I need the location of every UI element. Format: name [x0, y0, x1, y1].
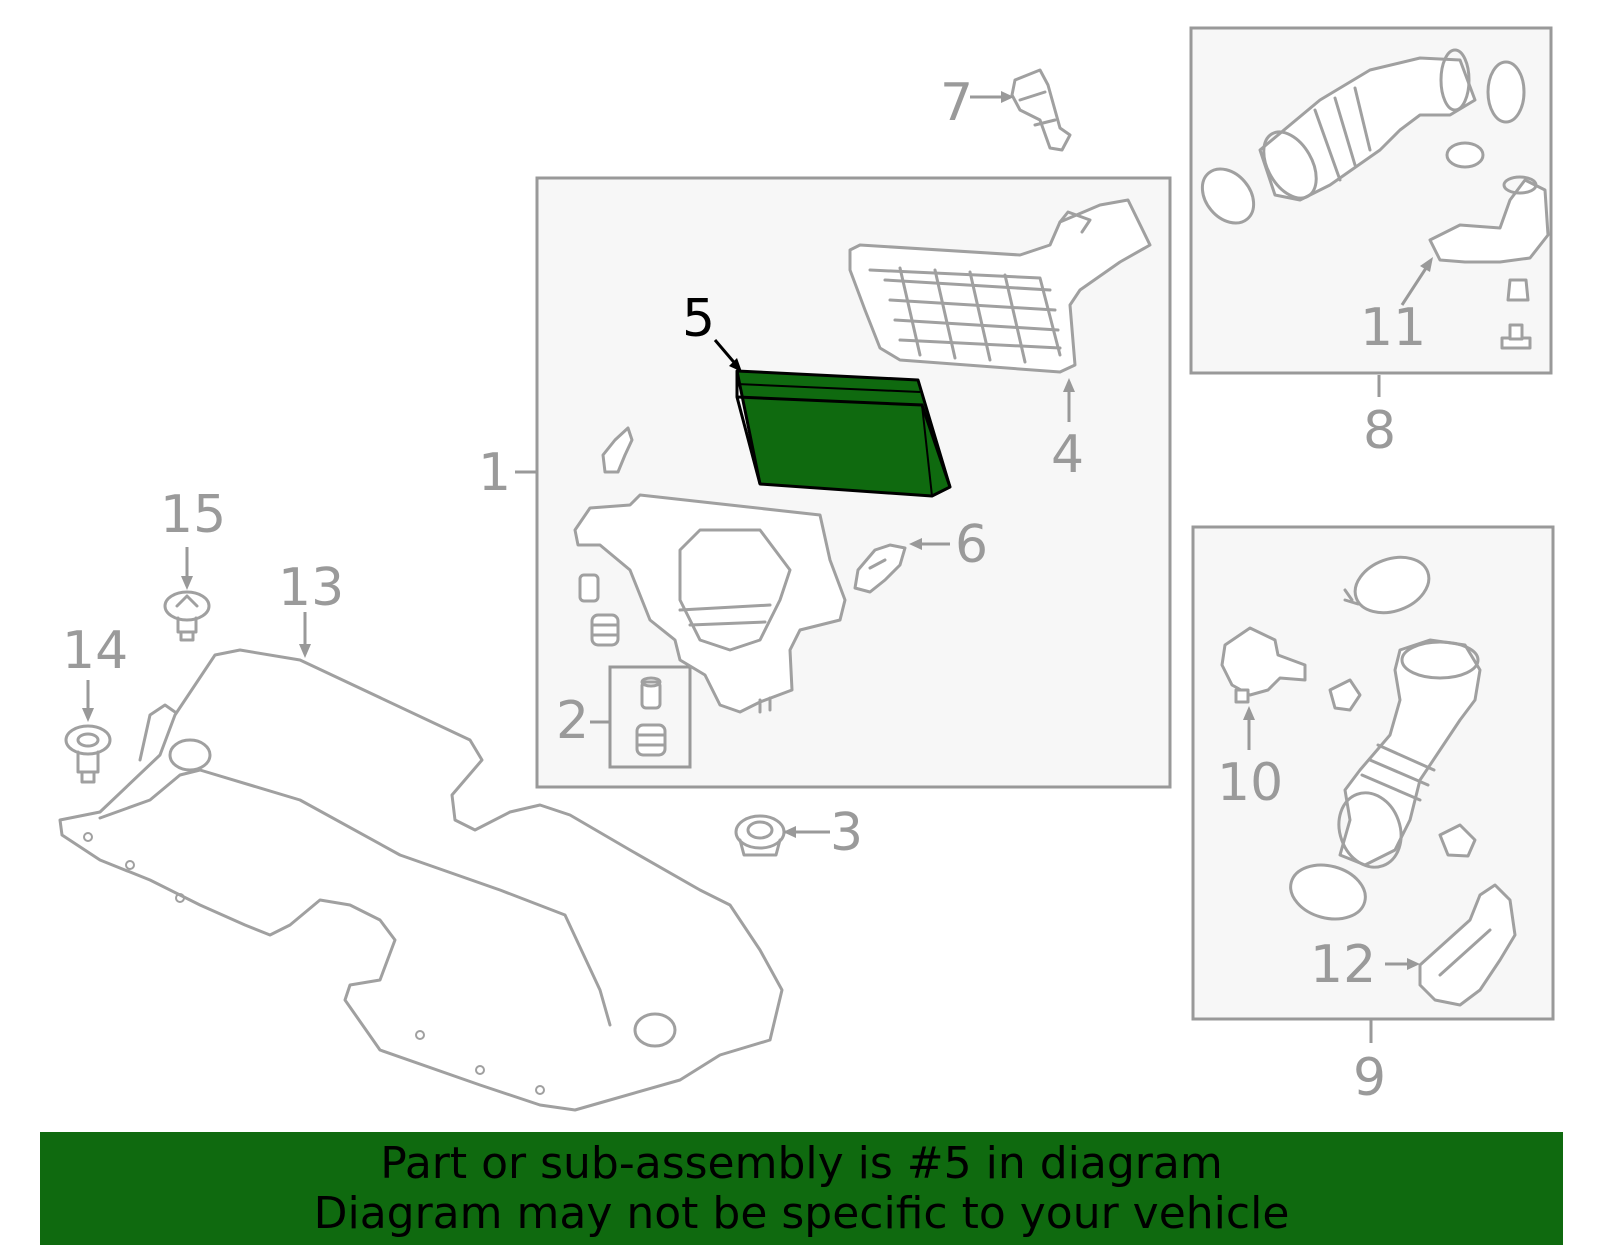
banner-line-disclaimer: Diagram may not be specific to your vehi… [313, 1187, 1290, 1239]
bracket-part-6[interactable] [853, 543, 907, 594]
callout-2: 2 [556, 691, 589, 751]
callout-12: 12 [1310, 935, 1376, 995]
callout-4: 4 [1051, 425, 1084, 485]
resonator-part-12[interactable] [1418, 883, 1517, 1007]
banner-line-part: Part or sub-assembly is #5 in diagram [380, 1137, 1223, 1189]
lower-housing[interactable] [573, 493, 847, 714]
callout-3: 3 [830, 803, 863, 863]
callout-13: 13 [278, 558, 344, 618]
callout-15: 15 [160, 485, 226, 545]
callout-9: 9 [1353, 1048, 1386, 1108]
grommet-set-loose[interactable] [578, 573, 620, 647]
upper-housing-part-4[interactable] [848, 198, 1152, 374]
callout-14: 14 [62, 621, 128, 681]
intake-hose-part-8[interactable] [1192, 48, 1526, 233]
undercover-part-13[interactable] [58, 648, 784, 1112]
callout-7: 7 [940, 73, 973, 133]
callout-11: 11 [1360, 298, 1426, 358]
callout-8: 8 [1363, 401, 1396, 461]
air-filter-part-5[interactable] [735, 369, 952, 498]
callout-6: 6 [955, 515, 988, 575]
clip-upper-left[interactable] [601, 426, 634, 474]
grommet-part-3[interactable] [734, 814, 786, 857]
info-banner: Part or sub-assembly is #5 in diagram Di… [40, 1132, 1563, 1245]
grommet-set-part-2[interactable] [635, 676, 667, 757]
clip-part-14[interactable] [64, 724, 112, 784]
elbow-hose-part-11[interactable] [1428, 175, 1550, 350]
leader-lines [82, 91, 1433, 1043]
callout-1: 1 [478, 443, 511, 503]
callout-10: 10 [1217, 753, 1283, 813]
intake-hose-part-9[interactable] [1285, 548, 1482, 927]
clip-part-15[interactable] [163, 590, 211, 642]
sensor-part-7[interactable] [1010, 68, 1072, 152]
callout-5: 5 [682, 289, 715, 349]
sensor-part-10[interactable] [1220, 626, 1307, 704]
